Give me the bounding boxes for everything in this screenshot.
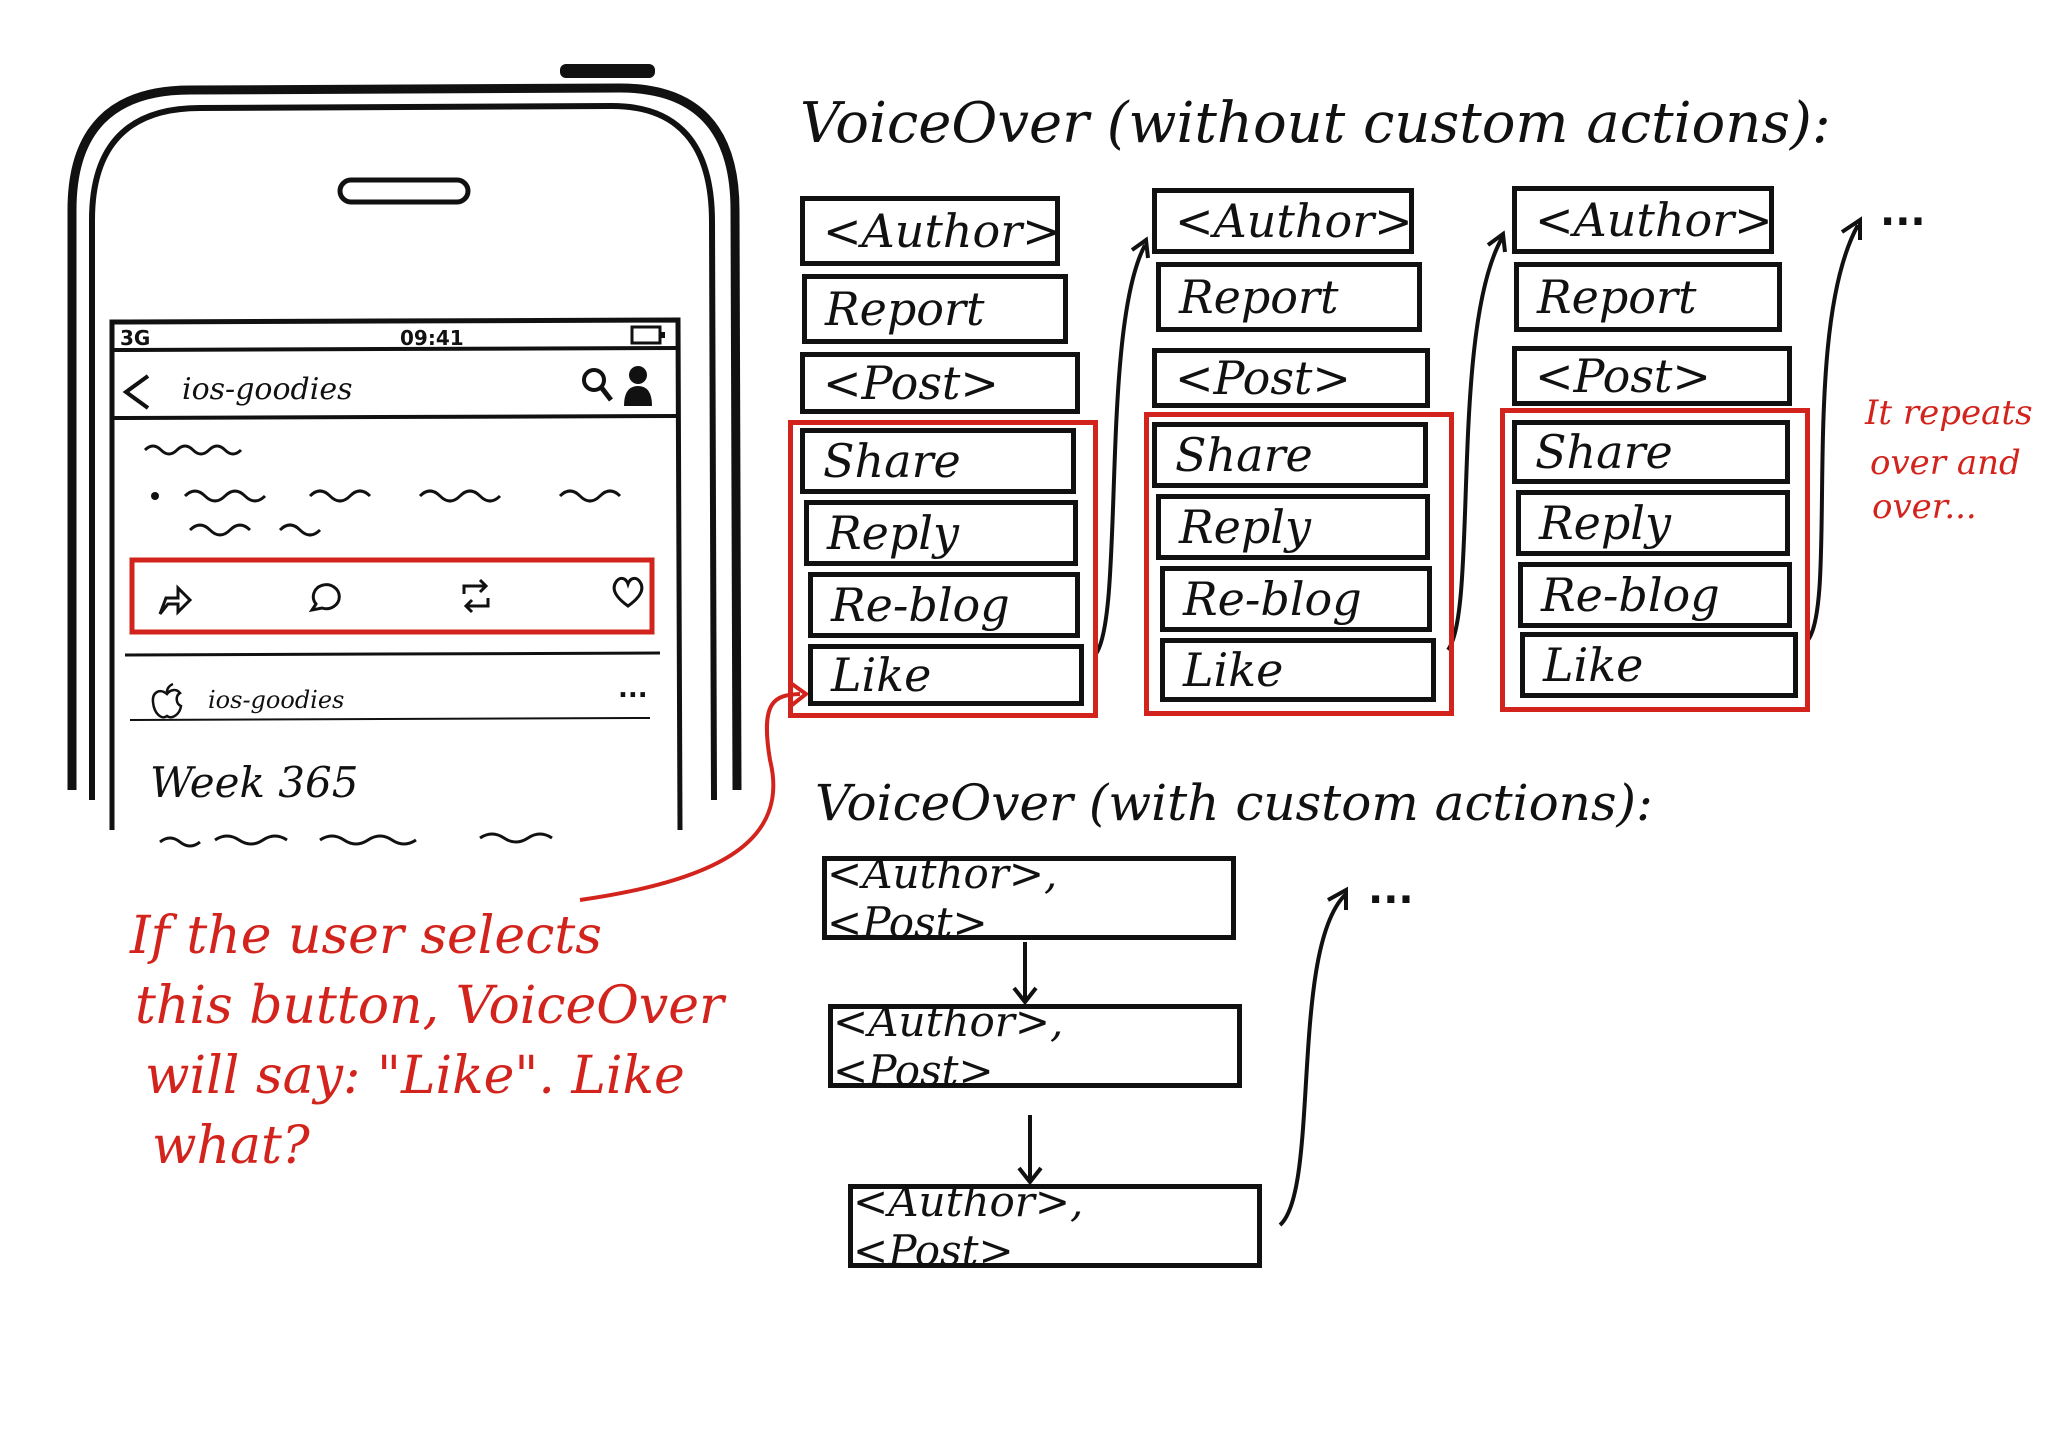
phone-outer-outline <box>67 83 742 791</box>
arrow-with-3-to-next <box>1278 893 1347 1227</box>
phone-inner-outline <box>89 102 717 801</box>
post-more-button[interactable]: ... <box>618 674 648 704</box>
column-2-item: <Author> <box>1152 188 1414 254</box>
bullet-point <box>151 492 159 500</box>
placeholder-text-line <box>188 523 322 537</box>
column-3-item: <Author> <box>1512 186 1774 254</box>
arrow-col1-to-col2 <box>1093 244 1147 657</box>
column-3-item: Re-blog <box>1518 562 1792 628</box>
status-time: 09:41 <box>400 326 464 350</box>
share-icon[interactable] <box>156 582 192 618</box>
column-1-item: <Author> <box>800 196 1061 266</box>
post-title: Week 365 <box>150 758 359 807</box>
repeat-note-line: It repeats <box>1865 393 2033 433</box>
column-1-action-group <box>788 420 1098 718</box>
placeholder-text-line <box>183 489 622 503</box>
user-note-line: what? <box>152 1116 310 1176</box>
column-3-item: Like <box>1520 632 1798 698</box>
title-without-custom-actions: VoiceOver (without custom actions): <box>800 91 1831 156</box>
column-2-item: Reply <box>1156 494 1430 560</box>
phone-screen-outline <box>109 317 683 831</box>
post-divider <box>124 651 661 657</box>
phone-speaker <box>337 177 471 205</box>
apple-logo-icon <box>151 682 183 719</box>
user-note-line: If the user selects <box>130 906 602 966</box>
column-3-item: Share <box>1512 420 1790 484</box>
with-item: <Author>, <Post> <box>848 1177 1262 1275</box>
profile-icon[interactable] <box>622 364 654 408</box>
user-note-line: will say: "Like". Like <box>145 1046 685 1106</box>
user-note-line: this button, VoiceOver <box>135 976 724 1036</box>
column-2-action-group <box>1144 412 1454 716</box>
annotation-arrow <box>579 692 801 902</box>
back-chevron-icon[interactable] <box>118 372 154 412</box>
arrow-col2-to-col3 <box>1446 237 1504 652</box>
post-header-divider <box>129 717 651 721</box>
nav-bar-divider <box>111 414 679 420</box>
column-1-item: Re-blog <box>808 572 1080 638</box>
column-1-item: Like <box>808 644 1084 706</box>
action-bar-highlight <box>129 557 655 635</box>
signal-strength: 3G <box>120 326 151 350</box>
column-2-item: <Post> <box>1152 348 1430 408</box>
continuation-ellipsis: ... <box>1880 189 1926 235</box>
with-item: <Author>, <Post> <box>828 997 1242 1095</box>
column-2-item: Report <box>1156 262 1422 332</box>
arrow-col3-to-next <box>1806 224 1860 642</box>
continuation-ellipsis: ... <box>1368 867 1414 913</box>
repeat-note-line: over... <box>1872 487 1977 527</box>
post-author: ios-goodies <box>208 686 345 714</box>
column-3-item: <Post> <box>1512 346 1792 406</box>
battery-icon <box>630 325 665 345</box>
placeholder-text-line <box>143 444 243 456</box>
column-1-item: Reply <box>804 500 1078 566</box>
placeholder-text-line <box>159 832 553 848</box>
repeat-note-line: over and <box>1870 443 2021 483</box>
reblog-icon[interactable] <box>458 578 494 614</box>
phone-power-button <box>560 64 655 78</box>
column-1-item: <Post> <box>800 352 1080 414</box>
with-item: <Author>, <Post> <box>822 849 1236 947</box>
column-3-item: Reply <box>1516 490 1790 556</box>
like-icon[interactable] <box>610 574 646 610</box>
reply-icon[interactable] <box>306 580 342 616</box>
column-3-action-group <box>1500 408 1810 712</box>
column-1-item: Report <box>802 274 1068 344</box>
search-icon[interactable] <box>580 366 614 406</box>
status-bar-divider <box>111 346 679 352</box>
column-1-item: Share <box>800 428 1076 494</box>
column-2-item: Like <box>1160 638 1436 702</box>
nav-title: ios-goodies <box>182 372 353 407</box>
column-3-item: Report <box>1514 262 1782 332</box>
column-2-item: Re-blog <box>1160 566 1432 632</box>
column-2-item: Share <box>1152 422 1428 488</box>
title-with-custom-actions: VoiceOver (with custom actions): <box>815 774 1653 832</box>
